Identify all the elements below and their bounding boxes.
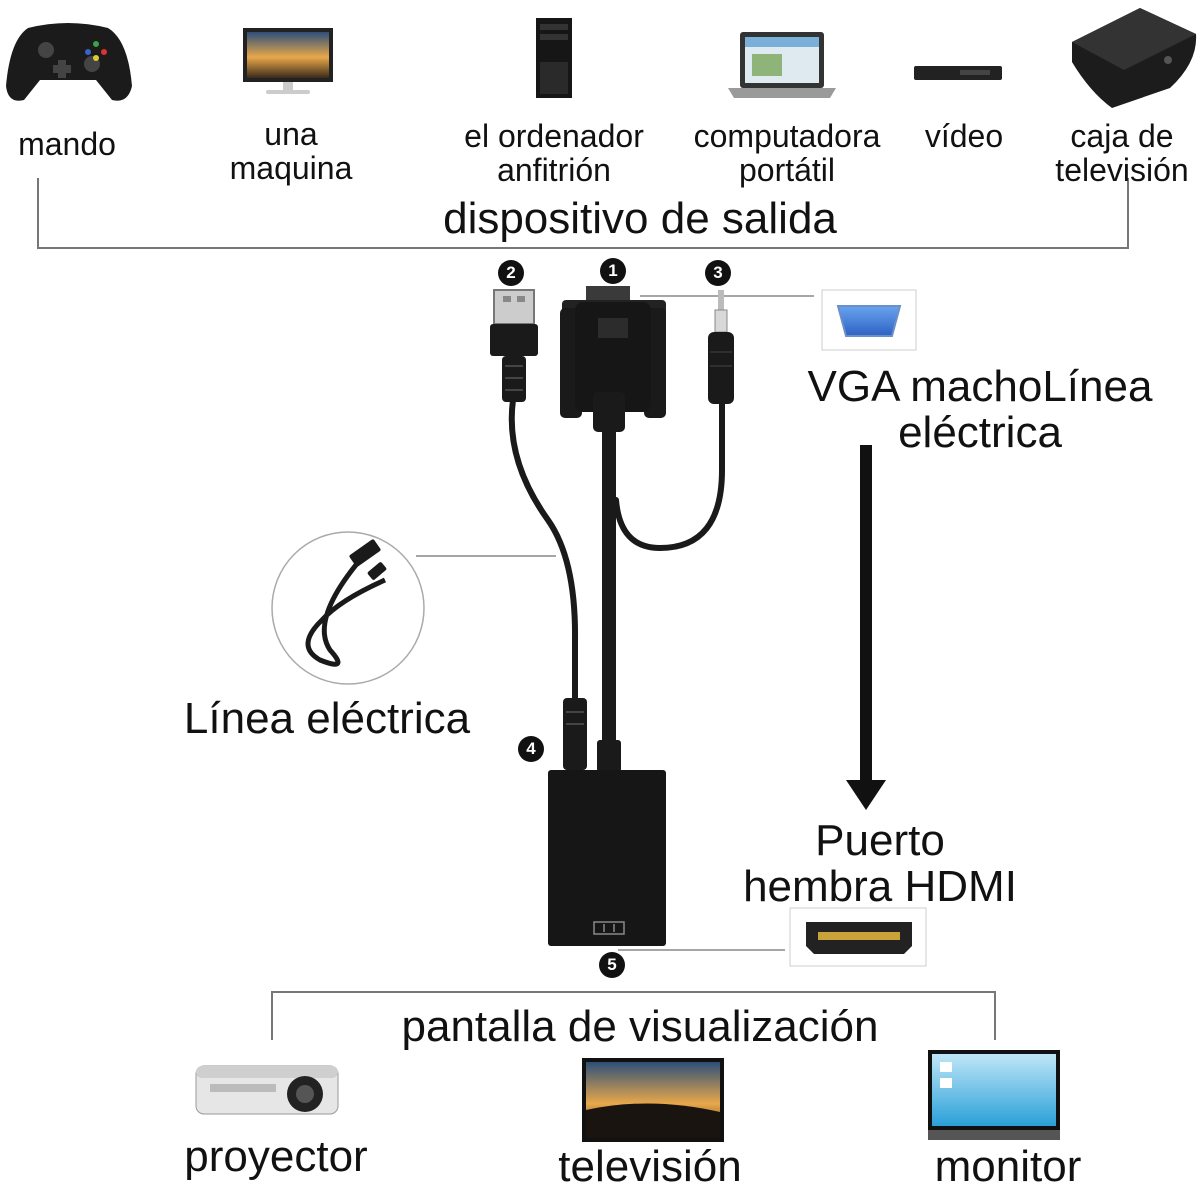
hdmi-label: Puerto hembra HDMI (743, 816, 1017, 912)
hdmi-port-icon (789, 907, 927, 967)
usb-cable-icon (271, 531, 425, 685)
vga-label: VGA machoLínea eléctrica (807, 362, 1153, 458)
pc-tower-icon (536, 18, 572, 98)
laptop-icon (728, 32, 836, 98)
output-group-title: dispositivo de salida (443, 194, 837, 243)
vga-connector-icon (821, 289, 917, 351)
desktop-monitor-icon (243, 28, 333, 94)
adapter-cables (508, 397, 725, 747)
vga-plug-icon (560, 286, 666, 432)
device-label-desktop: una maquina (229, 116, 353, 186)
power-plug-icon (563, 698, 621, 772)
audio-jack-icon (708, 290, 734, 404)
display-bracket (271, 991, 996, 1040)
monitor-icon (928, 1050, 1060, 1140)
device-label-laptop: computadora portátil (693, 118, 881, 188)
device-label-pc: el ordenador anfitrión (464, 118, 644, 188)
device-label-gamepad: mando (18, 126, 116, 162)
down-arrow-icon (846, 445, 886, 810)
badge-audio: 3 (705, 260, 731, 286)
device-label-projector: proyector (184, 1132, 368, 1181)
display-group-title: pantalla de visualización (401, 1002, 879, 1051)
television-icon (582, 1058, 724, 1142)
device-label-tvbox: caja de televisión (1055, 118, 1189, 188)
badge-usb: 2 (498, 260, 524, 286)
device-label-monitor: monitor (934, 1142, 1082, 1191)
adapter-box (548, 770, 666, 946)
device-label-video: vídeo (924, 118, 1004, 154)
projector-icon (195, 1065, 339, 1115)
device-label-television: televisión (558, 1142, 742, 1191)
badge-hdmi: 5 (599, 952, 625, 978)
tv-box-icon (1072, 8, 1197, 108)
badge-vga: 1 (600, 258, 626, 284)
gamepad-icon (6, 23, 132, 101)
usb-plug-icon (490, 289, 538, 402)
power-label: Línea eléctrica (183, 694, 471, 743)
video-recorder-icon (914, 66, 1002, 80)
badge-power: 4 (518, 736, 544, 762)
output-bracket (37, 178, 1129, 249)
